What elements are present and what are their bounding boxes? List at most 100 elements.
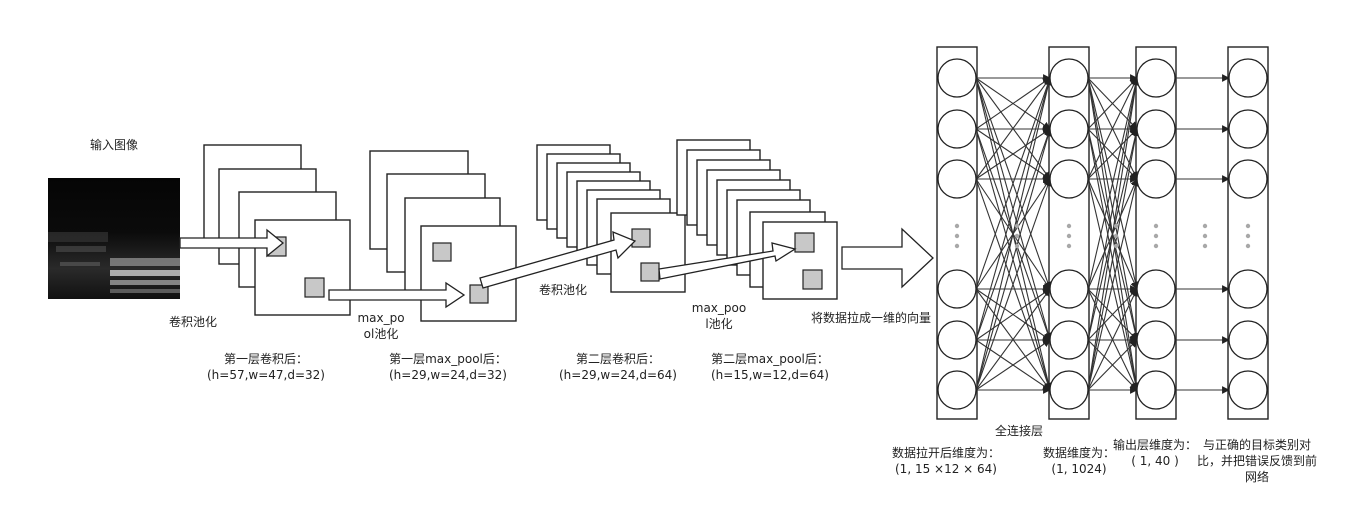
fc-connection-arrow — [975, 288, 1051, 341]
input-image — [48, 178, 180, 299]
ellipsis-dot — [1113, 233, 1119, 239]
fc-connection-arrow — [975, 128, 1051, 180]
neuron-circle — [1049, 159, 1089, 199]
maxpool2-label-line1: max_poo — [692, 301, 746, 315]
ellipsis-dot — [1113, 223, 1119, 229]
ellipsis-dot — [954, 243, 960, 249]
fc-layers — [936, 46, 1269, 420]
arrow-conv1-to-pool1 — [328, 281, 466, 309]
neuron-circle — [1136, 109, 1176, 149]
kernel-square — [432, 242, 452, 262]
neuron-circle — [1136, 159, 1176, 199]
fc-connection-arrow — [975, 77, 1053, 391]
fc-connection-arrow — [1087, 77, 1138, 180]
fc-connection-arrow — [975, 77, 1051, 180]
ellipsis-dot — [1153, 223, 1159, 229]
compare-line2: 比，并把错误反馈到前 — [1197, 453, 1317, 468]
neuron-circle — [937, 320, 977, 360]
fc-connection-arrow — [975, 77, 1052, 341]
neuron-circle — [1228, 58, 1268, 98]
maxpool1-label-line1: max_po — [357, 311, 404, 325]
stage3-caption-line2: (h=29,w=24,d=64) — [559, 368, 677, 382]
stage4-caption-line2: (h=15,w=12,d=64) — [711, 368, 829, 382]
fc-connection-arrow — [1087, 77, 1140, 391]
fc-connection-arrow — [1087, 128, 1138, 180]
ellipsis-dot — [1245, 243, 1251, 249]
fc-connection-arrow — [1087, 288, 1138, 341]
neuron-circle — [937, 370, 977, 410]
fc-connection-arrow — [975, 77, 1052, 290]
stage2-caption-line1: 第一层max_pool后： — [389, 352, 507, 366]
stage1-caption-line1: 第一层卷积后： — [224, 351, 308, 366]
fc-connection-arrow — [1087, 288, 1138, 391]
stage1-caption-line2: (h=57,w=47,d=32) — [207, 368, 325, 382]
flattened-input-column — [936, 46, 978, 420]
kernel-square — [631, 228, 651, 248]
hidden-layer-column — [1048, 46, 1090, 420]
ellipsis-dot — [1245, 223, 1251, 229]
arrow-conv2-to-pool2 — [658, 242, 797, 280]
neuron-circle — [1136, 269, 1176, 309]
stage2-caption-line2: (h=29,w=24,d=32) — [389, 368, 507, 382]
ellipsis-dot — [1113, 243, 1119, 249]
fc-connection-arrow — [1087, 128, 1140, 391]
neuron-circle — [937, 109, 977, 149]
arrow-pool1-to-conv2 — [479, 230, 637, 289]
maxpool2-label-line2: l池化 — [705, 317, 732, 331]
ellipsis-dot — [954, 233, 960, 239]
ellipsis-dot — [1014, 233, 1020, 239]
ellipsis-dots — [954, 223, 1251, 249]
conv2-pool-label: 卷积池化 — [539, 282, 587, 297]
ellipsis-dot — [1202, 243, 1208, 249]
ellipsis-dot — [1202, 233, 1208, 239]
fc-connection-arrow — [1087, 77, 1140, 341]
hidden-dim-line2: (1, 1024) — [1051, 462, 1106, 476]
maxpool1-label-line2: ol池化 — [364, 327, 399, 341]
fc-connection-arrow — [1087, 339, 1138, 391]
neuron-circle — [1228, 370, 1268, 410]
fc-connection-arrow — [975, 77, 1051, 130]
hidden-dim-line1: 数据维度为： — [1043, 445, 1115, 460]
neuron-circle — [1049, 320, 1089, 360]
conv1-pool-label: 卷积池化 — [169, 314, 217, 329]
ellipsis-dot — [1153, 243, 1159, 249]
ellipsis-dot — [1153, 233, 1159, 239]
neuron-circle — [1228, 109, 1268, 149]
neuron-circle — [937, 269, 977, 309]
fc-connection-arrow — [975, 128, 1052, 391]
flat-dim-line2: (1, 15 ×12 × 64) — [895, 462, 997, 476]
neuron-circle — [1049, 370, 1089, 410]
neuron-circle — [1049, 109, 1089, 149]
target-column — [1227, 46, 1269, 420]
flat-dim-line1: 数据拉开后维度为： — [892, 445, 1000, 460]
fc-connections — [975, 74, 1230, 394]
kernel-square — [802, 269, 823, 290]
neuron-circle — [937, 159, 977, 199]
stage4-caption-line1: 第二层max_pool后： — [711, 352, 829, 366]
fc-neurons — [937, 58, 1268, 410]
output-layer-column — [1135, 46, 1177, 420]
neuron-circle — [1049, 58, 1089, 98]
fc-layer-label: 全连接层 — [995, 423, 1043, 438]
neuron-circle — [1228, 269, 1268, 309]
neuron-circle — [1228, 159, 1268, 199]
ellipsis-dot — [1014, 223, 1020, 229]
kernel-square — [640, 262, 660, 282]
compare-line1: 与正确的目标类别对 — [1203, 437, 1311, 452]
ellipsis-dot — [1014, 243, 1020, 249]
fc-connection-arrow — [1087, 178, 1140, 391]
neuron-circle — [1136, 58, 1176, 98]
kernel-square — [469, 284, 489, 304]
arrow-flatten — [841, 227, 934, 289]
ellipsis-dot — [1066, 243, 1072, 249]
stage3-caption-line1: 第二层卷积后： — [576, 351, 660, 366]
ellipsis-dot — [1202, 223, 1208, 229]
fc-connection-arrow — [975, 288, 1051, 391]
neuron-circle — [937, 58, 977, 98]
compare-line3: 网络 — [1245, 469, 1269, 484]
block-arrows — [179, 227, 934, 309]
output-dim-line2: ( 1, 40 ) — [1131, 454, 1179, 468]
neuron-circle — [1049, 269, 1089, 309]
